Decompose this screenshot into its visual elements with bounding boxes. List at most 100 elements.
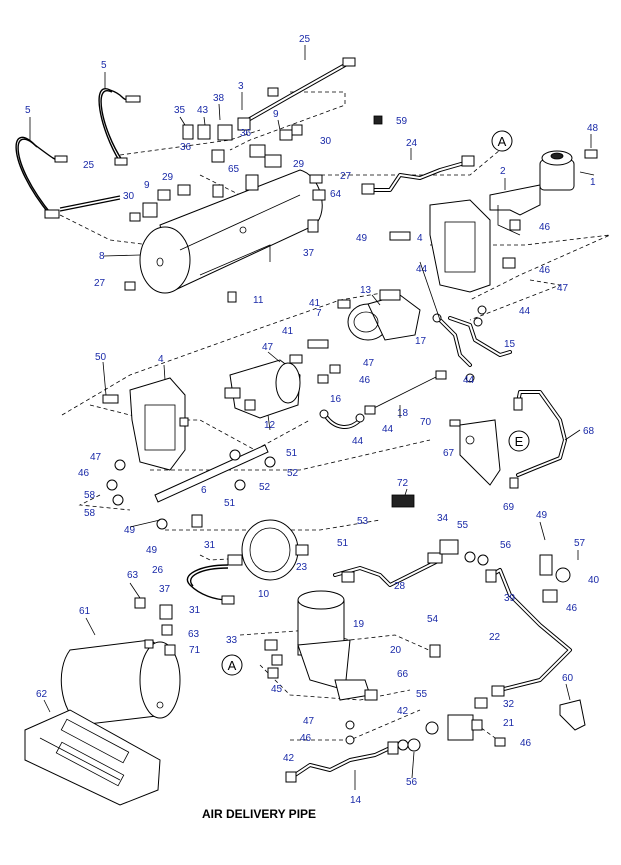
callout-label: 3 <box>238 81 244 92</box>
callout-label: 58 <box>84 490 96 501</box>
callout-label: 56 <box>500 540 512 551</box>
callout-label: 63 <box>127 570 139 581</box>
pipe-22 <box>485 568 572 697</box>
nuts-washers-left <box>106 449 276 530</box>
callout-label: 67 <box>443 448 455 459</box>
pipe-nut <box>267 87 279 97</box>
callout-label: 63 <box>188 629 200 640</box>
callout-label: 72 <box>397 478 409 489</box>
callout-label: 51 <box>337 538 349 549</box>
callout-label: 50 <box>95 352 107 363</box>
callout-label: 69 <box>503 502 515 513</box>
callout-label: 6 <box>201 485 207 496</box>
callout-label: 5 <box>25 105 31 116</box>
callout-label: 31 <box>189 605 201 616</box>
callout-label: 24 <box>406 138 418 149</box>
air-tank-8 <box>139 169 323 303</box>
callout-label: 66 <box>397 669 409 680</box>
hose-fitting <box>44 209 60 219</box>
callout-label: 49 <box>536 510 548 521</box>
bracket-62 <box>24 709 161 806</box>
callout-label: 70 <box>420 417 432 428</box>
fluid-reservoir-1 <box>489 149 598 236</box>
callout-label: 34 <box>437 513 449 524</box>
bracket-60 <box>559 699 586 731</box>
pipe-18 <box>364 370 447 415</box>
circle-marker-a-top: A <box>491 130 513 152</box>
callout-label: 22 <box>489 632 501 643</box>
callout-label: 58 <box>84 508 96 519</box>
callout-label: 47 <box>90 452 102 463</box>
callout-label: 35 <box>174 105 186 116</box>
callout-label: 62 <box>36 689 48 700</box>
callout-label: 32 <box>503 699 515 710</box>
callout-label: 36 <box>180 142 192 153</box>
callout-label: 25 <box>299 34 311 45</box>
circle-marker-a-label: A <box>498 134 507 149</box>
callout-label: 68 <box>583 426 595 437</box>
callout-label: 44 <box>463 375 475 386</box>
callout-label: 55 <box>457 520 469 531</box>
hose-16 <box>319 409 365 429</box>
callout-label: 9 <box>144 180 150 191</box>
circle-marker-e-label: E <box>515 434 524 449</box>
circle-marker-a-bottom: A <box>221 654 243 676</box>
callout-label: 47 <box>557 283 569 294</box>
callout-label: 46 <box>78 468 90 479</box>
callout-label: 41 <box>309 298 321 309</box>
callout-label: 10 <box>258 589 270 600</box>
callout-label: 46 <box>539 222 551 233</box>
callout-label: 46 <box>566 603 578 614</box>
callout-label: 52 <box>259 482 271 493</box>
callout-label: 33 <box>226 635 238 646</box>
callout-label: 47 <box>262 342 274 353</box>
callout-label: 23 <box>296 562 308 573</box>
callout-label: 39 <box>504 593 516 604</box>
callout-label: 1 <box>590 177 596 188</box>
callout-label: 15 <box>504 339 516 350</box>
callout-label: 44 <box>519 306 531 317</box>
callout-label: 65 <box>228 164 240 175</box>
pipe-nut <box>342 57 356 67</box>
callout-label: 49 <box>146 545 158 556</box>
callout-label: 18 <box>397 408 409 419</box>
callout-label: 2 <box>500 166 506 177</box>
hose-fitting <box>54 155 68 163</box>
callout-label: 59 <box>396 116 408 127</box>
air-tank-61 <box>60 597 181 726</box>
callout-label: 46 <box>359 375 371 386</box>
callout-label: 27 <box>340 171 352 182</box>
callout-label: 56 <box>406 777 418 788</box>
callout-label: 36 <box>240 128 252 139</box>
circle-marker-a-label: A <box>228 658 237 673</box>
callout-label: 42 <box>283 753 295 764</box>
callout-label: 31 <box>204 540 216 551</box>
callout-label: 21 <box>503 718 515 729</box>
bracket-20-66 <box>334 644 441 701</box>
callout-label: 38 <box>213 93 225 104</box>
callout-label: 43 <box>197 105 209 116</box>
brake-valve-12 <box>224 339 341 419</box>
hose-fitting <box>114 157 128 166</box>
bracket-4-lower <box>102 377 269 503</box>
callout-label: 5 <box>101 60 107 71</box>
callout-label: 49 <box>124 525 136 536</box>
callout-label: 52 <box>287 468 299 479</box>
callout-label: 28 <box>394 581 406 592</box>
circle-marker-e: E <box>508 430 530 452</box>
callout-label: 11 <box>253 295 264 306</box>
valve-34 <box>439 539 489 566</box>
callout-label: 16 <box>330 394 342 405</box>
callout-label: 17 <box>415 336 427 347</box>
callout-label: 40 <box>588 575 600 586</box>
callout-label: 13 <box>360 285 372 296</box>
callout-label: 37 <box>159 584 171 595</box>
callout-label: 53 <box>357 516 369 527</box>
pipe-24 <box>361 155 475 195</box>
flexible-hoses-upper-left <box>15 88 141 219</box>
callout-label: 55 <box>416 689 428 700</box>
cylinder-19 <box>297 590 351 691</box>
pipe-23-28 <box>333 552 443 587</box>
callout-label: 60 <box>562 673 574 684</box>
